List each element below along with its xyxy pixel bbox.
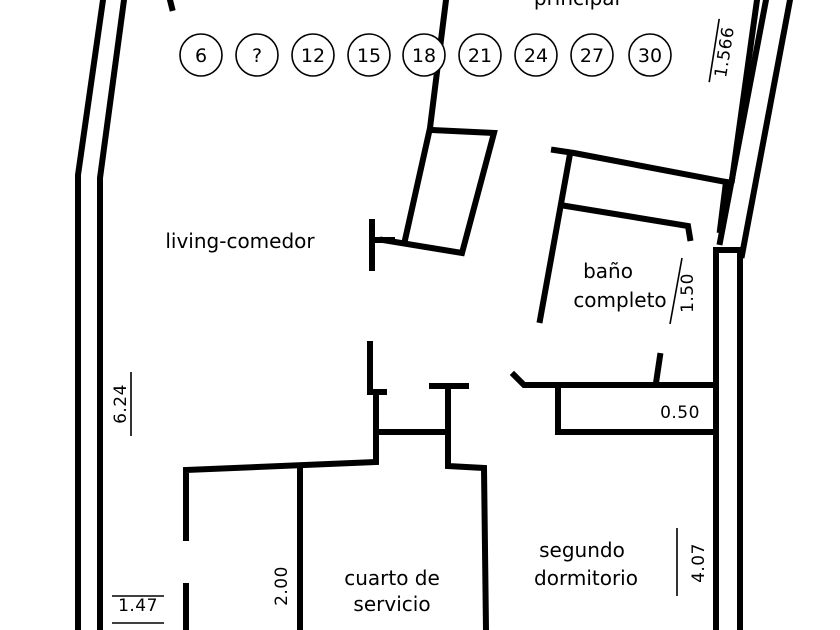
left-wall-inner xyxy=(97,0,128,630)
scale-bubble: 21 xyxy=(458,33,502,77)
service-walls xyxy=(183,467,303,630)
top-left-stub xyxy=(166,0,176,12)
room-label-living: living-comedor xyxy=(165,229,315,253)
scale-bubble: ? xyxy=(235,33,279,77)
dimension-left-wall: 6.24 xyxy=(111,384,131,424)
room-label-bedroom-line2: dormitorio xyxy=(534,566,638,590)
scale-bubbles: 6 ? 12 15 18 21 24 27 30 xyxy=(179,33,672,77)
right-wall-outer xyxy=(738,0,794,259)
svg-text:1.566: 1.566 xyxy=(711,25,739,79)
right-inner-stub xyxy=(728,0,761,184)
room-label-principal: principal xyxy=(534,0,620,10)
svg-text:21: 21 xyxy=(468,45,492,67)
bath-sill-box xyxy=(555,385,719,435)
svg-text:?: ? xyxy=(252,45,262,67)
bathroom-walls xyxy=(509,146,730,435)
hall-left-jamb xyxy=(367,341,387,395)
scale-bubble: 12 xyxy=(291,33,335,77)
dimension-bedroom-height: 4.07 xyxy=(689,543,709,583)
scale-bubble: 27 xyxy=(570,33,614,77)
svg-text:4.07: 4.07 xyxy=(689,543,709,583)
room-label-bath-line1: baño xyxy=(583,259,633,283)
bath-mid-wall xyxy=(562,202,694,242)
closet-wall xyxy=(379,126,498,257)
svg-text:12: 12 xyxy=(301,45,325,67)
hall-right-wall xyxy=(445,385,490,630)
bath-door-stub xyxy=(652,352,664,387)
dimension-bath-sill: 0.50 xyxy=(660,403,700,423)
bath-left-wall xyxy=(536,150,574,324)
scale-bubble: 24 xyxy=(514,33,558,77)
room-label-service-line1: cuarto de xyxy=(344,566,440,590)
svg-text:18: 18 xyxy=(412,45,436,67)
dimension-bath-height-line xyxy=(669,257,683,325)
hallway-walls xyxy=(183,341,490,630)
svg-text:1.50: 1.50 xyxy=(678,273,698,313)
dimension-bottom-left: 1.47 xyxy=(118,596,158,616)
svg-text:2.00: 2.00 xyxy=(272,566,292,606)
hall-left-wall xyxy=(183,389,379,541)
scale-bubble: 6 xyxy=(179,33,223,77)
bath-right-stub xyxy=(716,178,730,234)
room-label-service-line2: servicio xyxy=(353,592,430,616)
left-wall-outer xyxy=(75,0,107,630)
room-label-bath-line2: completo xyxy=(573,288,666,312)
svg-text:6: 6 xyxy=(195,45,207,67)
dimension-service-height: 2.00 xyxy=(272,566,292,606)
dimension-top-right: 1.566 xyxy=(708,18,739,83)
svg-text:6.24: 6.24 xyxy=(111,384,131,424)
bath-top-wall xyxy=(550,146,730,186)
svg-text:30: 30 xyxy=(638,45,662,67)
scale-bubble: 15 xyxy=(347,33,391,77)
scale-bubble: 18 xyxy=(402,33,446,77)
svg-text:27: 27 xyxy=(580,45,604,67)
svg-text:15: 15 xyxy=(357,45,381,67)
room-label-bedroom-line1: segundo xyxy=(539,538,625,562)
svg-text:24: 24 xyxy=(524,45,548,67)
exterior-walls xyxy=(75,0,794,630)
dimension-bath-height: 1.50 xyxy=(678,273,698,313)
bath-bottom-wall xyxy=(509,370,719,388)
scale-bubble: 30 xyxy=(628,33,672,77)
